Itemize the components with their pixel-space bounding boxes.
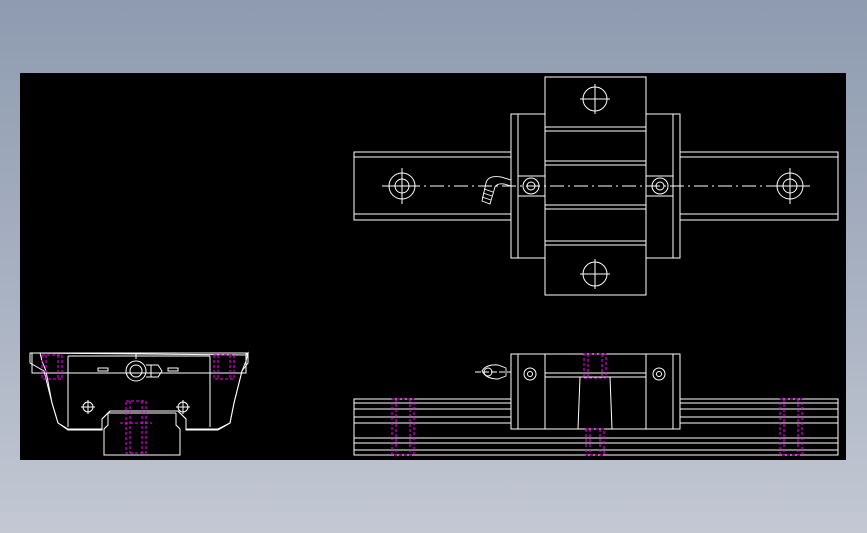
cad-drawing <box>29 76 839 456</box>
top-view-block-hole-top <box>580 84 610 114</box>
side-view-hidden-lines <box>391 353 803 456</box>
side-view <box>353 353 839 456</box>
side-view-block <box>510 353 681 430</box>
cad-drawing-viewport[interactable] <box>20 73 846 460</box>
grease-nipple-end <box>125 353 163 382</box>
top-view-seal-hole-right <box>651 177 669 195</box>
end-view-side-hole-right <box>176 400 190 414</box>
side-view-seal-hole-right <box>652 367 666 381</box>
end-view-rail <box>103 413 181 456</box>
end-view-side-hole-left <box>81 400 95 414</box>
top-view-block-hole-bottom <box>580 259 610 289</box>
top-view-seal-hole-left <box>522 177 540 195</box>
grease-nipple-top <box>481 176 512 205</box>
end-view-flange <box>29 352 249 430</box>
top-view-rail-hole-left <box>384 168 420 204</box>
end-view <box>29 351 249 456</box>
top-view-rail-hole-right <box>772 168 808 204</box>
end-view-hidden-lines <box>41 354 235 454</box>
top-view <box>353 76 839 296</box>
side-view-seal-hole-left <box>523 367 537 381</box>
grease-nipple-side <box>475 364 511 380</box>
end-view-block-outline <box>31 351 249 431</box>
